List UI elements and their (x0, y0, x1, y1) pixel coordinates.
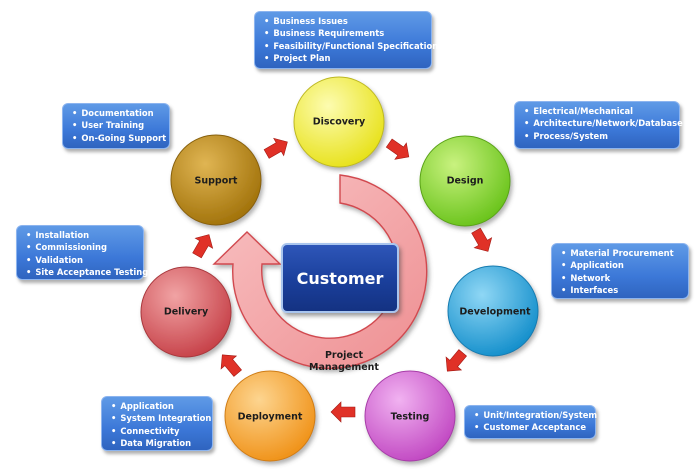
stage-testing-label: Testing (390, 411, 430, 423)
development-item: Material Procurement (561, 247, 682, 259)
deployment-item: Application (111, 400, 206, 412)
stage-development-circle (447, 265, 539, 357)
project-management-label-line1: Project (324, 350, 364, 361)
delivery-item: Installation (26, 229, 137, 241)
support-item: Documentation (72, 107, 163, 119)
delivery-item: Site Acceptance Testing (26, 266, 148, 278)
testing-callout: Unit/Integration/System Customer Accepta… (464, 405, 597, 439)
development-item: Network (561, 272, 682, 284)
arrow-delivery-to-support (192, 234, 214, 259)
discovery-item: Business Requirements (264, 27, 425, 39)
arrow-design-to-development (471, 227, 493, 252)
development-callout: Material Procurement Application Network… (551, 243, 689, 299)
design-callout: Electrical/Mechanical Architecture/Netwo… (514, 101, 683, 149)
development-item: Interfaces (561, 284, 682, 296)
deployment-item: Data Migration (111, 437, 206, 449)
testing-item: Customer Acceptance (474, 421, 589, 433)
design-item: Electrical/Mechanical (524, 105, 673, 117)
stage-discovery-circle (293, 76, 385, 168)
arrow-deployment-to-delivery (220, 354, 242, 377)
stage-support-label: Support (194, 175, 238, 187)
arrow-discovery-to-design (385, 138, 410, 160)
support-callout: Documentation User Training On-Going Sup… (62, 103, 170, 149)
customer-box: Customer (281, 243, 399, 313)
customer-label: Customer (296, 268, 384, 288)
testing-item: Unit/Integration/System (474, 409, 597, 421)
stage-support-circle (170, 134, 262, 226)
project-management-label-line2: Management (309, 362, 379, 373)
discovery-item: Business Issues (264, 15, 425, 27)
discovery-callout: Business Issues Business Requirements Fe… (254, 11, 438, 69)
stage-delivery-circle (140, 266, 232, 358)
stage-testing-circle (364, 370, 456, 462)
delivery-callout: Installation Commissioning Validation Si… (16, 225, 148, 280)
arrow-testing-to-deployment (330, 401, 356, 423)
design-item: Process/System (524, 130, 673, 142)
stage-deployment-label: Deployment (237, 411, 303, 423)
arrow-support-to-discovery (263, 137, 288, 159)
deployment-item: System Integration (111, 412, 211, 424)
discovery-item: Feasibility/Functional Specification (264, 40, 438, 52)
project-management-label: Project Management (309, 350, 379, 374)
stage-discovery-label: Discovery (312, 116, 366, 128)
stage-deployment-circle (224, 370, 316, 462)
delivery-item: Validation (26, 254, 137, 266)
delivery-item: Commissioning (26, 241, 137, 253)
deployment-item: Connectivity (111, 425, 206, 437)
discovery-item: Project Plan (264, 52, 425, 64)
stage-delivery-label: Delivery (163, 306, 209, 318)
deployment-callout: Application System Integration Connectiv… (101, 396, 213, 451)
stage-design-circle (419, 135, 511, 227)
support-item: User Training (72, 119, 163, 131)
stage-development-label: Development (459, 306, 531, 318)
development-item: Application (561, 259, 682, 271)
design-item: Architecture/Network/Database (524, 117, 682, 129)
arrow-development-to-testing (445, 349, 467, 372)
support-item: On-Going Support (72, 132, 166, 144)
stage-design-label: Design (446, 175, 484, 187)
